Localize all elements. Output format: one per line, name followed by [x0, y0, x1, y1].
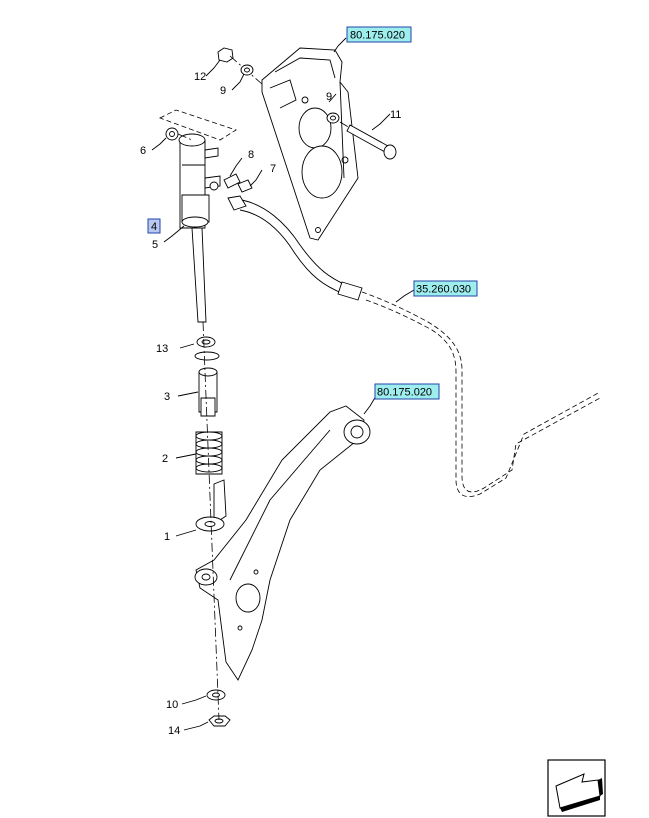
bracket-1	[195, 479, 227, 532]
washer-9-right	[326, 112, 340, 124]
fitting-7	[237, 179, 253, 193]
callout-6: 6	[140, 145, 146, 157]
callout-14: 14	[168, 725, 180, 737]
seal-13	[194, 336, 220, 361]
pedal-lever	[194, 405, 371, 681]
washer-10	[206, 689, 226, 701]
upper-bracket-plate	[261, 47, 359, 241]
leader-lines	[151, 37, 415, 731]
center-axis-line	[202, 321, 220, 721]
view-direction-arrow-icon[interactable]	[547, 759, 606, 817]
reference-lower-label: 80.175.020	[377, 387, 432, 399]
callout-8: 8	[248, 149, 254, 161]
pin-axis-line	[177, 133, 193, 141]
reference-top-label: 80.175.020	[350, 30, 405, 42]
callout-9-top: 9	[220, 85, 226, 97]
fitting-8	[209, 173, 241, 191]
callout-12: 12	[194, 71, 206, 83]
callout-11: 11	[390, 109, 401, 121]
master-cylinder	[158, 109, 237, 323]
reference-pipe-label: 35.260.030	[416, 284, 471, 296]
callout-5: 5	[152, 239, 158, 251]
bolt-11	[339, 121, 397, 160]
nut-14	[208, 715, 231, 727]
hydraulic-pipe	[227, 195, 601, 497]
nut-12	[217, 47, 263, 85]
callout-7: 7	[270, 163, 276, 175]
pin-6	[165, 127, 179, 141]
reference-top[interactable]: 80.175.020	[346, 26, 412, 43]
callout-2: 2	[162, 453, 168, 465]
reference-pipe[interactable]: 35.260.030	[413, 280, 478, 297]
sleeve-3	[198, 367, 218, 417]
callout-4-box	[147, 218, 161, 234]
reference-lower[interactable]: 80.175.020	[374, 383, 440, 400]
callout-3: 3	[164, 391, 170, 403]
callout-9-right: 9	[326, 91, 332, 103]
spring-2	[195, 431, 223, 475]
callout-13: 13	[156, 343, 168, 355]
callout-4: 4	[151, 221, 157, 233]
callout-10: 10	[166, 699, 178, 711]
callout-1: 1	[164, 531, 170, 543]
washer-9-top	[240, 64, 254, 76]
